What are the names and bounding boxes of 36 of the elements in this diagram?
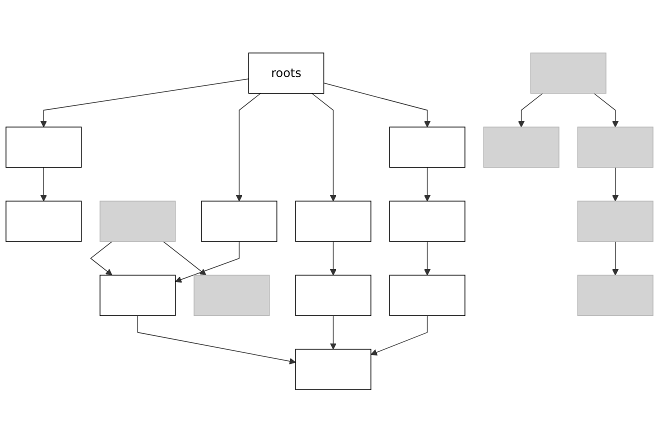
node-box: [6, 126, 82, 168]
node-box: [530, 52, 606, 94]
arrow: [370, 315, 428, 356]
arrow: [236, 93, 261, 202]
node-box: [389, 126, 466, 168]
arrow: [424, 241, 431, 276]
node-box: [194, 274, 270, 316]
arrow: [162, 241, 206, 276]
arrow: [175, 241, 240, 283]
node-box: [295, 200, 372, 242]
node-box: [577, 126, 654, 168]
arrow: [612, 167, 619, 202]
arrow: [330, 315, 337, 350]
node-box: [100, 274, 176, 316]
node-box: roots: [248, 52, 324, 94]
node-box: [389, 274, 466, 316]
node-box: [295, 274, 372, 316]
arrow: [90, 241, 112, 276]
node-box: [389, 200, 466, 242]
arrow: [137, 315, 296, 365]
arrow: [330, 241, 337, 276]
arrow: [424, 167, 431, 202]
node-box: [483, 126, 560, 168]
arrow: [518, 93, 544, 128]
arrow: [594, 93, 619, 128]
arrow: [40, 167, 47, 202]
node-box: [6, 200, 82, 242]
arrow: [612, 241, 619, 276]
node-box: [577, 274, 654, 316]
arrow: [40, 78, 250, 128]
node-box: [100, 200, 176, 242]
node-box: [201, 200, 278, 242]
node-box: [577, 200, 654, 242]
arrow: [323, 82, 431, 128]
node-box: [295, 349, 372, 390]
arrow: [312, 93, 337, 202]
